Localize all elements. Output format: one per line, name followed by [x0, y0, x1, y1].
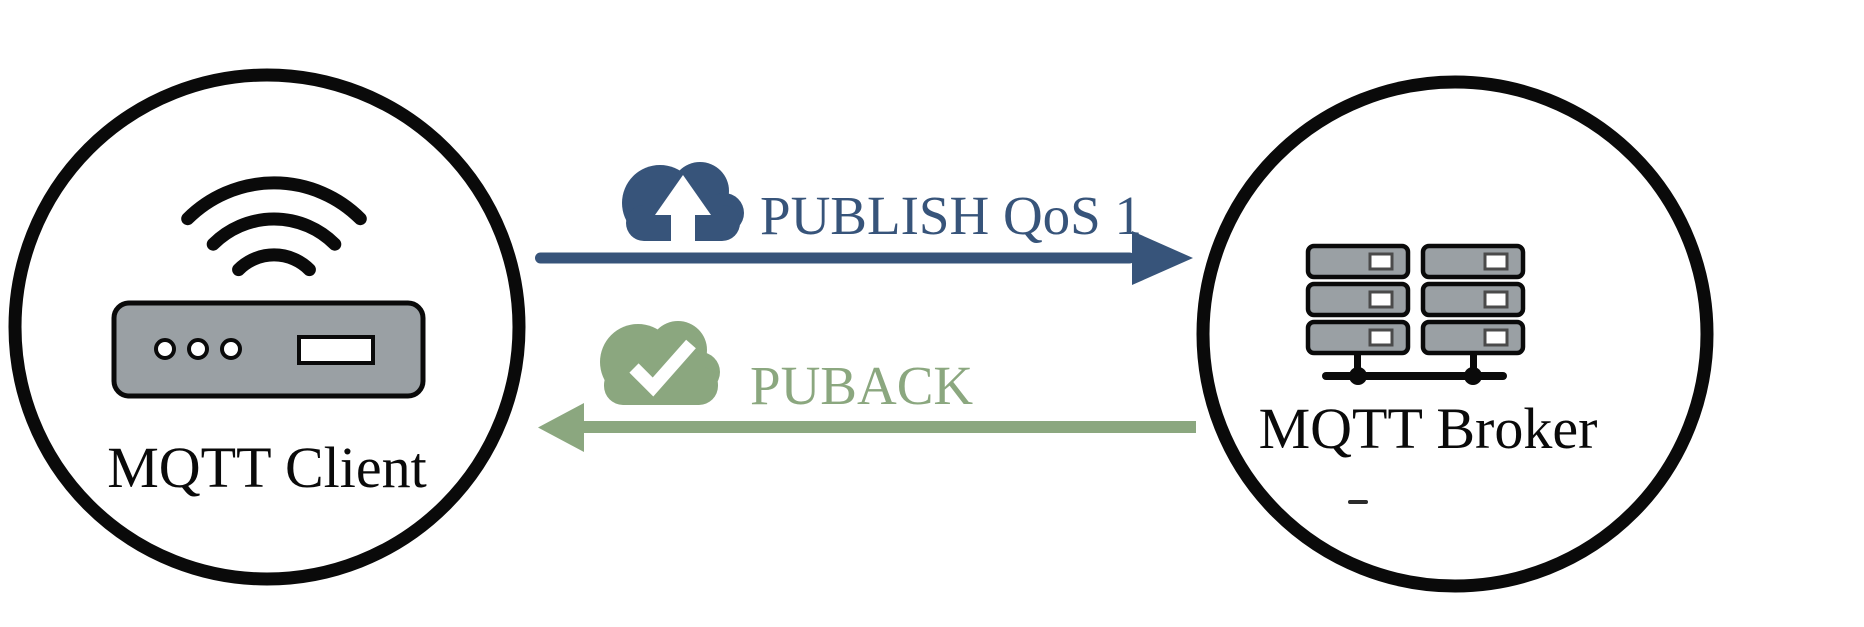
cloud-upload-icon	[622, 162, 744, 241]
artifact-dash	[1348, 500, 1368, 504]
server-rack-icon	[1305, 243, 1526, 385]
wifi-icon	[181, 176, 367, 277]
puback-arrow: PUBACK	[538, 321, 1196, 452]
broker-node: MQTT Broker	[1196, 75, 1714, 593]
publish-label: PUBLISH QoS 1	[760, 185, 1142, 246]
puback-arrowhead	[538, 403, 584, 452]
broker-node-circle	[1196, 75, 1714, 593]
upload-arrow-glyph	[655, 175, 711, 215]
iot-device-icon	[111, 300, 426, 399]
broker-label: MQTT Broker	[1259, 396, 1598, 461]
client-label: MQTT Client	[107, 435, 427, 500]
client-node: MQTT Client	[8, 68, 526, 586]
cloud-check-icon	[600, 321, 720, 405]
client-node-circle	[8, 68, 526, 586]
publish-arrowhead	[1132, 231, 1193, 285]
puback-arrow-line	[580, 421, 1196, 433]
publish-arrow: PUBLISH QoS 1	[535, 162, 1193, 285]
checkmark-glyph	[629, 339, 696, 397]
publish-arrow-line	[535, 252, 1135, 264]
puback-label: PUBACK	[750, 355, 973, 416]
